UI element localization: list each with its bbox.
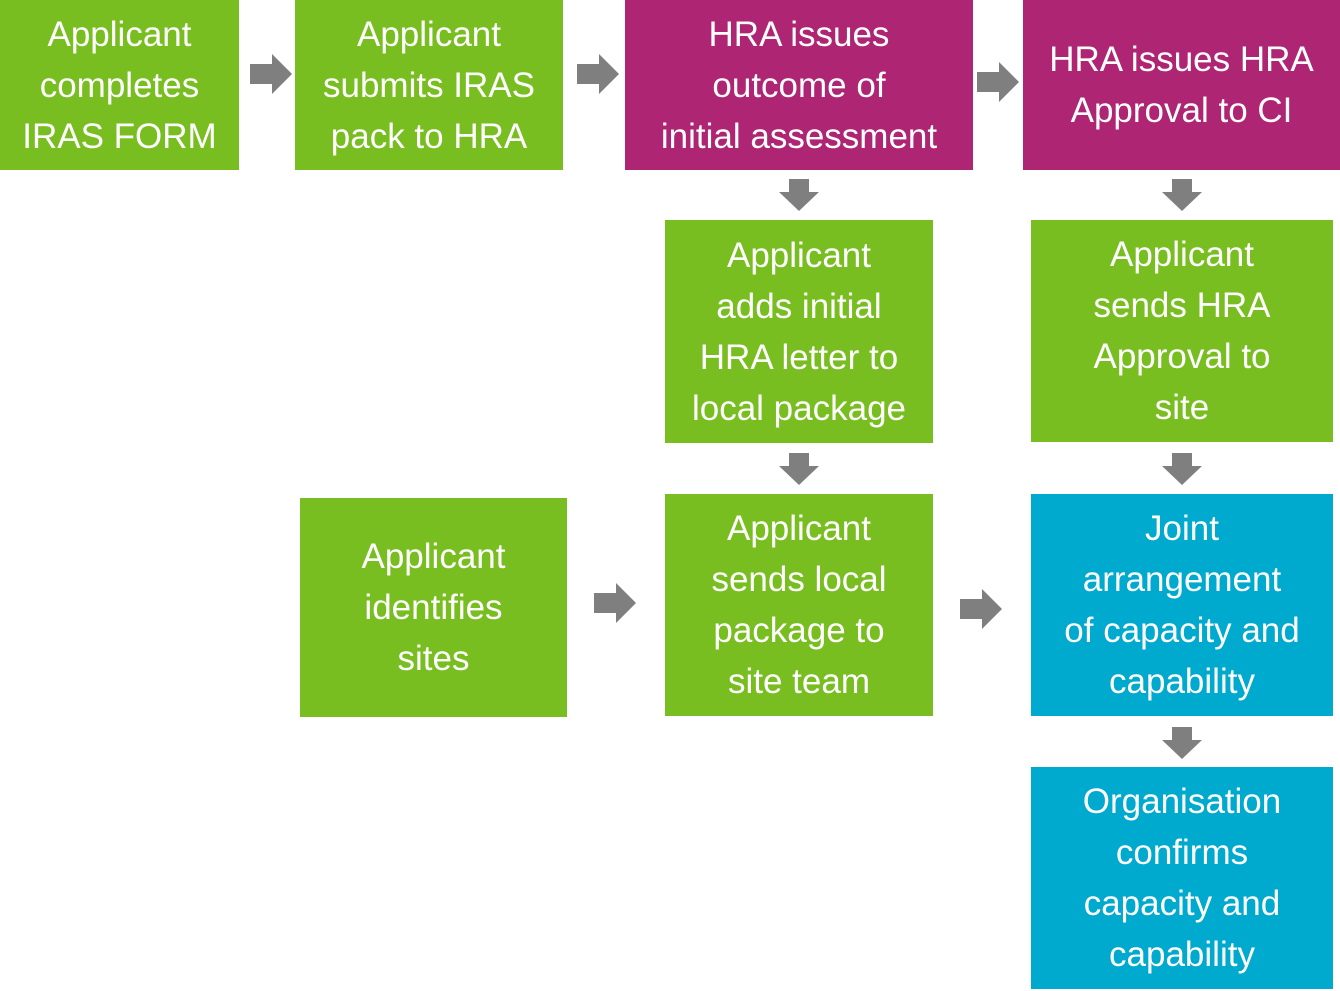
step-joint-arrangement: Joint arrangement of capacity and capabi… [1031,494,1333,716]
step-applicant-adds-letter: Applicant adds initial HRA letter to loc… [665,220,933,443]
step-applicant-identifies-sites: Applicant identifies sites [300,498,567,717]
arrow-down-icon [1162,453,1202,485]
step-applicant-sends-local-package: Applicant sends local package to site te… [665,494,933,716]
arrow-down-icon [1162,179,1202,211]
step-hra-issues-approval: HRA issues HRA Approval to CI [1023,0,1340,170]
step-hra-issues-initial-assessment: HRA issues outcome of initial assessment [625,0,973,170]
step-applicant-sends-approval: Applicant sends HRA Approval to site [1031,220,1333,442]
arrow-right-icon [594,583,638,623]
step-applicant-completes-iras-form: Applicant completes IRAS FORM [0,0,239,170]
arrow-down-icon [779,453,819,485]
arrow-right-icon [250,54,294,94]
arrow-right-icon [577,54,621,94]
arrow-down-icon [1162,727,1202,759]
step-organisation-confirms-capacity: Organisation confirms capacity and capab… [1031,767,1333,989]
arrow-down-icon [779,179,819,211]
step-applicant-submits-iras-pack: Applicant submits IRAS pack to HRA [295,0,563,170]
arrow-right-icon [960,589,1004,629]
arrow-right-icon [977,62,1021,102]
